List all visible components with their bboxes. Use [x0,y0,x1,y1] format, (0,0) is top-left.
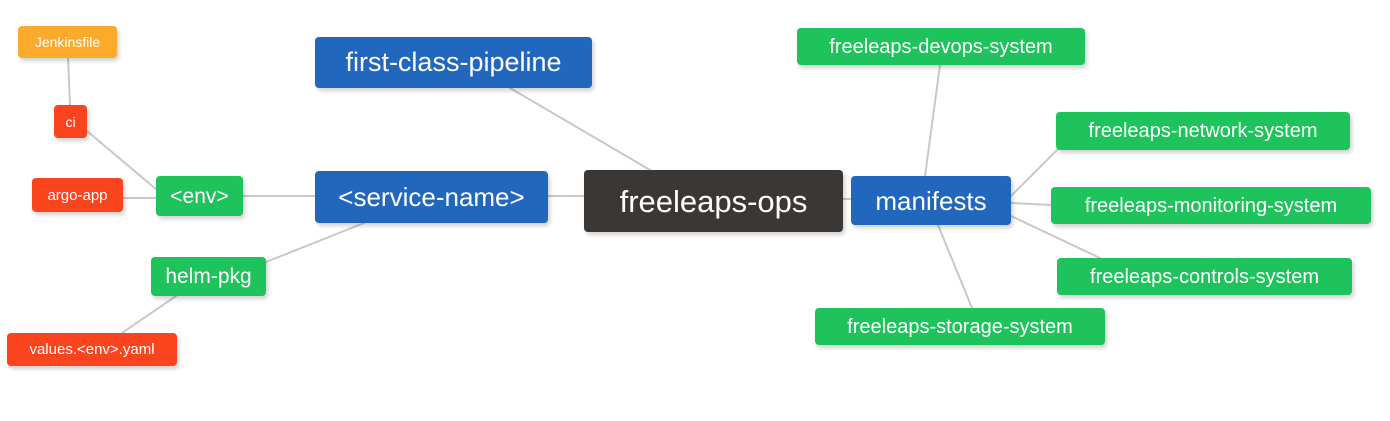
node-label-freeleaps-devops-system: freeleaps-devops-system [829,35,1053,58]
node-env[interactable]: <env> [156,176,243,216]
node-freeleaps-devops-system[interactable]: freeleaps-devops-system [797,28,1085,65]
node-freeleaps-storage-system[interactable]: freeleaps-storage-system [815,308,1105,345]
node-label-freeleaps-monitoring-system: freeleaps-monitoring-system [1084,194,1338,217]
node-label-ci: ci [65,113,76,130]
node-label-service-name: <service-name> [338,182,525,212]
edge-first-class-pipeline-to-freeleaps-ops [509,87,651,171]
node-label-freeleaps-storage-system: freeleaps-storage-system [847,315,1073,338]
edge-freeleaps-storage-system-to-manifests [937,224,973,309]
edge-freeleaps-network-system-to-manifests [1010,149,1058,197]
node-helm-pkg[interactable]: helm-pkg [151,257,266,296]
node-first-class-pipeline[interactable]: first-class-pipeline [315,37,592,88]
edge-freeleaps-monitoring-system-to-manifests [1010,202,1052,206]
node-label-first-class-pipeline: first-class-pipeline [345,47,562,77]
edge-values-yaml-to-helm-pkg [121,295,177,334]
node-label-values-yaml: values.<env>.yaml [29,341,155,358]
edge-helm-pkg-to-service-name [265,222,365,263]
node-service-name[interactable]: <service-name> [315,171,548,223]
node-freeleaps-ops[interactable]: freeleaps-ops [584,170,843,232]
node-jenkinsfile[interactable]: Jenkinsfile [18,26,117,58]
node-label-freeleaps-network-system: freeleaps-network-system [1088,120,1318,142]
node-label-manifests: manifests [875,185,987,216]
node-label-freeleaps-ops: freeleaps-ops [619,183,808,219]
node-freeleaps-controls-system[interactable]: freeleaps-controls-system [1057,258,1352,295]
node-freeleaps-network-system[interactable]: freeleaps-network-system [1056,112,1350,150]
node-label-jenkinsfile: Jenkinsfile [34,34,101,50]
node-manifests[interactable]: manifests [851,176,1011,225]
edge-freeleaps-devops-system-to-manifests [924,64,941,177]
node-label-argo-app: argo-app [47,186,108,204]
node-argo-app[interactable]: argo-app [32,178,123,212]
node-label-helm-pkg: helm-pkg [165,265,252,288]
node-ci[interactable]: ci [54,105,87,138]
node-label-freeleaps-controls-system: freeleaps-controls-system [1090,265,1319,288]
node-freeleaps-monitoring-system[interactable]: freeleaps-monitoring-system [1051,187,1371,224]
node-values-yaml[interactable]: values.<env>.yaml [7,333,177,366]
edge-jenkinsfile-to-ci [67,57,71,106]
node-label-env: <env> [170,184,229,208]
